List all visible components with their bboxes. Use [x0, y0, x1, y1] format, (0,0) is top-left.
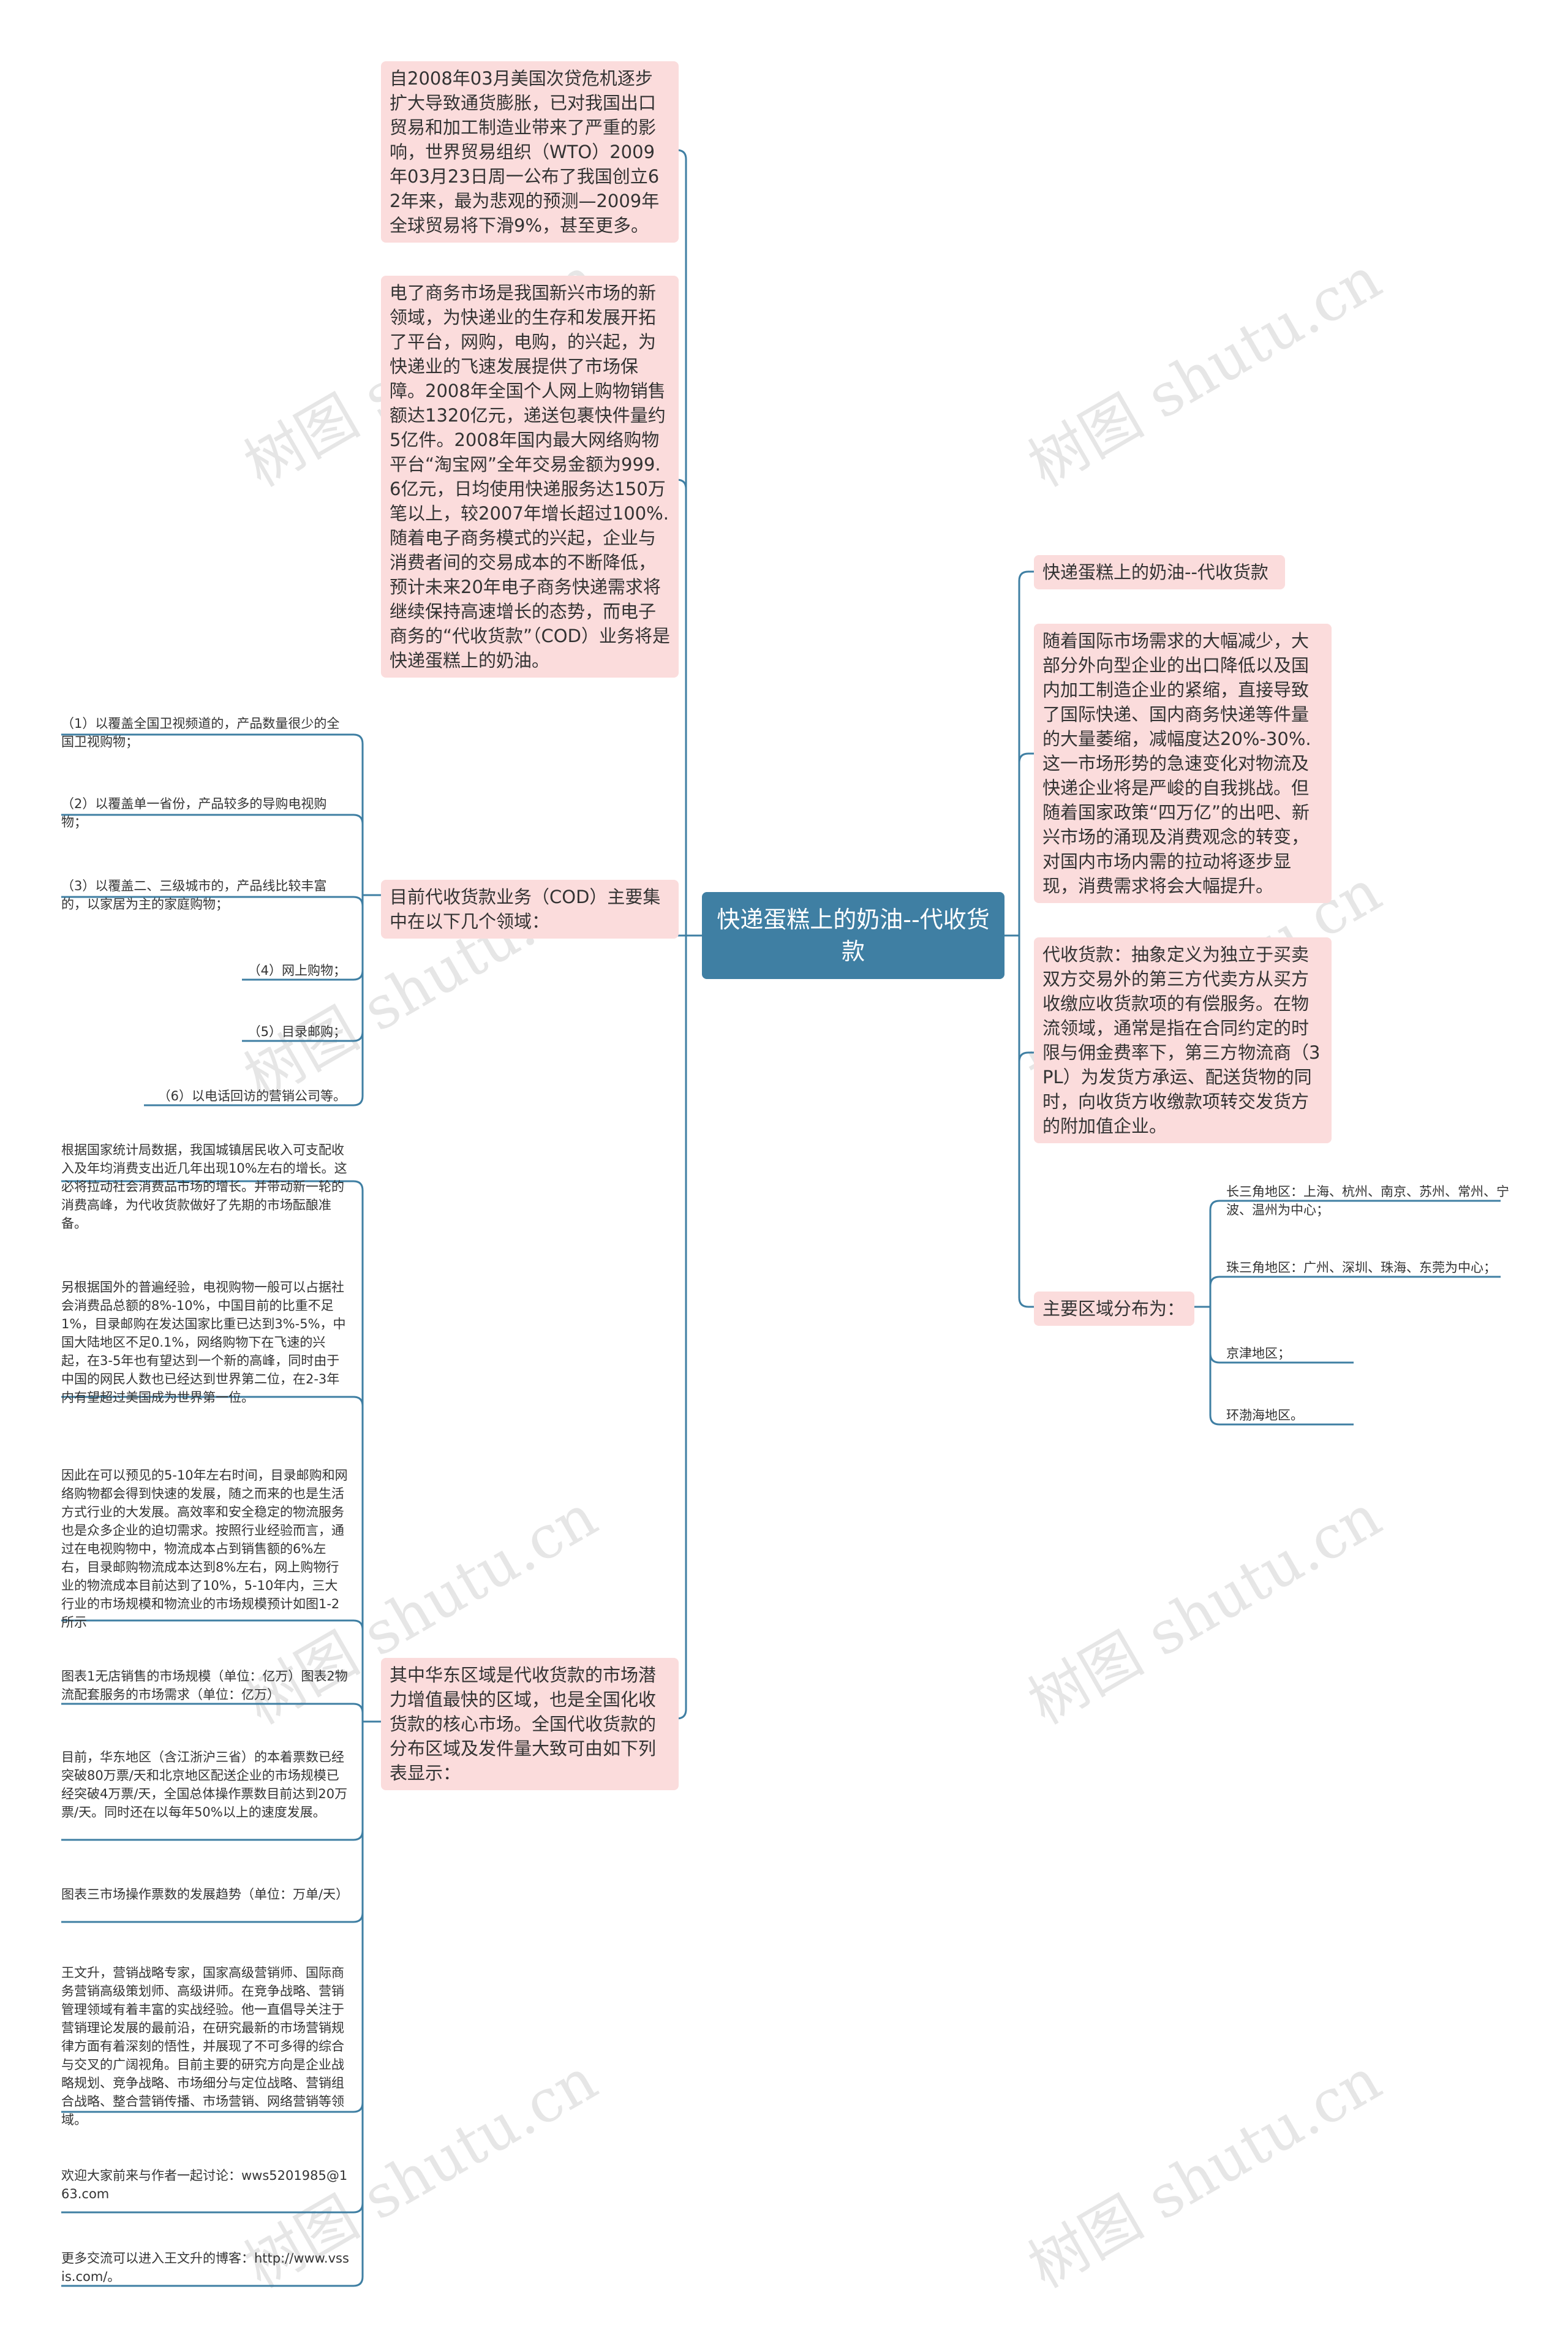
east-item[interactable]: 更多交流可以进入王文升的博客：http://www.vssis.com/。: [61, 2251, 349, 2284]
definition-node[interactable]: 代收货款：抽象定义为独立于买卖双方交易外的第三方代卖方从买方收缴应收货款项的有偿…: [1034, 937, 1332, 1143]
east-item[interactable]: 图表1无店销售的市场规模（单位：亿万）图表2物流配套服务的市场需求（单位：亿万）: [61, 1669, 348, 1702]
east-item[interactable]: 欢迎大家前来与作者一起讨论：wws5201985@163.com: [61, 2168, 348, 2201]
east-item[interactable]: 因此在可以预见的5-10年左右时间，目录邮购和网络购物都会得到快速的发展，随之而…: [61, 1468, 348, 1630]
east-item[interactable]: 图表三市场操作票数的发展趋势（单位：万单/天）: [61, 1887, 349, 1902]
cod-item[interactable]: （5）目录邮购；: [247, 1024, 346, 1039]
east-branch-node[interactable]: 其中华东区域是代收货款的市场潜力增值最快的区域，也是全国化收货款的核心市场。全国…: [381, 1658, 679, 1790]
region-item[interactable]: 珠三角地区：广州、深圳、珠海、东莞为中心；: [1226, 1260, 1496, 1275]
cod-branch-node[interactable]: 目前代收货款业务（COD）主要集中在以下几个领域：: [381, 880, 679, 939]
cod-item[interactable]: （3）以覆盖二、三级城市的，产品线比较丰富的，以家居为主的家庭购物；: [61, 879, 327, 912]
east-item[interactable]: 根据国家统计局数据，我国城镇居民收入可支配收入及年均消费支出近几年出现10%左右…: [61, 1143, 347, 1231]
region-item[interactable]: 京津地区；: [1226, 1346, 1291, 1361]
title-node[interactable]: 快递蛋糕上的奶油--代收货款: [1034, 555, 1285, 589]
region-item[interactable]: 环渤海地区。: [1226, 1408, 1303, 1423]
cod-item[interactable]: （4）网上购物；: [247, 963, 346, 978]
east-item[interactable]: 另根据国外的普遍经验，电视购物一般可以占据社会消费品总额的8%-10%，中国目前…: [61, 1280, 346, 1405]
cod-item[interactable]: （2）以覆盖单一省份，产品较多的导购电视购物；: [61, 796, 327, 830]
intro-crisis-node[interactable]: 自2008年03月美国次贷危机逐步扩大导致通货膨胀，已对我国出口贸易和加工制造业…: [381, 61, 679, 243]
region-item[interactable]: 长三角地区：上海、杭州、南京、苏州、常州、宁波、温州为中心；: [1226, 1184, 1509, 1217]
market-node[interactable]: 随着国际市场需求的大幅减少，大部分外向型企业的出口降低以及国内加工制造企业的紧缩…: [1034, 624, 1332, 903]
region-branch-node[interactable]: 主要区域分布为：: [1034, 1292, 1194, 1326]
east-item[interactable]: 目前，华东地区（含江浙沪三省）的本着票数已经突破80万票/天和北京地区配送企业的…: [61, 1750, 348, 1820]
cod-item[interactable]: （1）以覆盖全国卫视频道的，产品数量很少的全国卫视购物；: [61, 716, 340, 749]
intro-ecommerce-node[interactable]: 电了商务市场是我国新兴市场的新领域，为快递业的生存和发展开拓了平台，网购，电购，…: [381, 276, 679, 678]
cod-item[interactable]: （6）以电话回访的营销公司等。: [157, 1089, 346, 1103]
east-item[interactable]: 王文升，营销战略专家，国家高级营销师、国际商务营销高级策划师、高级讲师。在竞争战…: [61, 1965, 344, 2127]
root-topic[interactable]: 快递蛋糕上的奶油--代收货款: [702, 892, 1005, 979]
